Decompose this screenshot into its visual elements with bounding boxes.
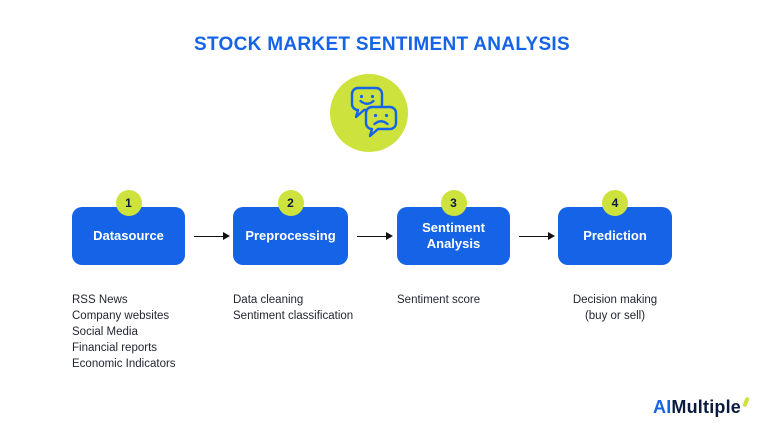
step-sentiment-analysis: 3 Sentiment Analysis Sentiment score [397, 190, 510, 308]
step-prediction: 4 Prediction Decision making (buy or sel… [558, 190, 672, 324]
sentiment-chat-bubbles-icon [330, 74, 408, 152]
logo-spark-icon [742, 396, 750, 408]
step-box-prediction: Prediction [558, 207, 672, 265]
step-item-list: Data cleaning Sentiment classification [233, 292, 354, 324]
step-datasource: 1 Datasource RSS News Company websites S… [72, 190, 185, 372]
list-item: (buy or sell) [584, 310, 646, 322]
logo-text-multiple: Multiple [671, 397, 741, 417]
list-item: Financial reports [72, 342, 158, 354]
list-item: Data cleaning [233, 294, 304, 306]
flow-arrow [519, 232, 555, 240]
step-box-preprocessing: Preprocessing [233, 207, 348, 265]
list-item: Social Media [72, 326, 138, 338]
list-item: Economic Indicators [72, 358, 176, 370]
list-item: Decision making [572, 294, 658, 306]
list-item: Sentiment score [397, 294, 481, 306]
step-item-list: RSS News Company websites Social Media F… [72, 292, 185, 372]
step-number-badge: 2 [277, 190, 304, 216]
flow-arrow [194, 232, 230, 240]
list-item: RSS News [72, 294, 128, 306]
step-preprocessing: 2 Preprocessing Data cleaning Sentiment … [233, 190, 354, 324]
step-number-badge: 3 [440, 190, 467, 216]
list-item: Sentiment classification [233, 310, 354, 322]
flow-arrow [357, 232, 393, 240]
step-box-datasource: Datasource [72, 207, 185, 265]
logo-text-ai: AI [653, 397, 672, 417]
step-item-list: Decision making (buy or sell) [558, 292, 672, 324]
step-number-badge: 1 [115, 190, 142, 216]
step-number-badge: 4 [602, 190, 628, 216]
page-title: STOCK MARKET SENTIMENT ANALYSIS [194, 34, 570, 55]
step-item-list: Sentiment score [397, 292, 510, 308]
step-box-sentiment-analysis: Sentiment Analysis [397, 207, 510, 265]
list-item: Company websites [72, 310, 170, 322]
